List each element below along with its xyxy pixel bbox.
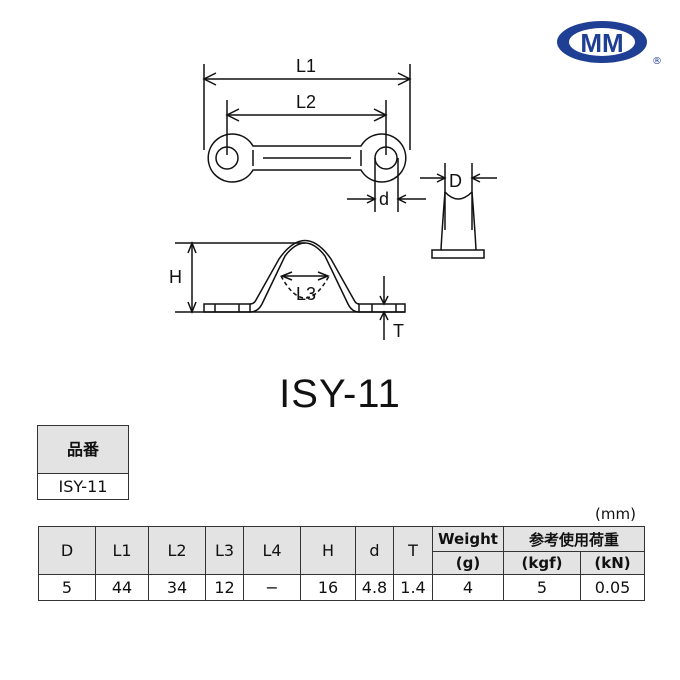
part-number-box: 品番 ISY-11: [37, 425, 129, 500]
part-number-value: ISY-11: [58, 477, 108, 496]
cell-l1: 44: [95, 574, 149, 601]
registered-mark: ®: [652, 56, 662, 67]
header-l2: L2: [148, 526, 206, 575]
label-d-outer: D: [449, 171, 462, 191]
label-d-hole: d: [379, 189, 389, 209]
cell-d-hole: 4.8: [355, 574, 394, 601]
cell-load-kgf: 5: [503, 574, 581, 601]
header-l1: L1: [95, 526, 149, 575]
spec-table: D L1 L2 L3 L4 H d T Weight 参考使用荷重 (g) (k…: [38, 526, 645, 601]
header-t: T: [393, 526, 433, 575]
cell-l2: 34: [148, 574, 206, 601]
label-t: T: [393, 321, 404, 341]
cell-l3: 12: [205, 574, 244, 601]
header-d-hole: d: [355, 526, 394, 575]
header-l4: L4: [243, 526, 301, 575]
cell-load-kn: 0.05: [580, 574, 645, 601]
header-h: H: [300, 526, 356, 575]
header-d: D: [38, 526, 96, 575]
side-view: [420, 163, 497, 259]
cell-d: 5: [38, 574, 96, 601]
model-title: ISY-11: [279, 372, 401, 416]
cell-weight: 4: [432, 574, 504, 601]
label-l2: L2: [296, 92, 316, 112]
unit-label: (mm): [595, 505, 636, 523]
table-row: 5 44 34 12 − 16 4.8 1.4 4 5 0.05: [38, 574, 645, 601]
top-view: [202, 64, 426, 212]
header-load: 参考使用荷重: [503, 526, 645, 552]
label-l3: L3: [296, 284, 316, 304]
cell-l4: −: [243, 574, 301, 601]
header-load-kn: (kN): [580, 551, 645, 575]
label-h: H: [169, 267, 182, 287]
header-l3: L3: [205, 526, 244, 575]
brand-logo: MM ®: [557, 21, 662, 67]
cell-t: 1.4: [393, 574, 433, 601]
label-l1: L1: [296, 56, 316, 76]
header-weight-unit: (g): [432, 551, 504, 575]
part-number-header: 品番: [38, 426, 128, 474]
cell-h: 16: [300, 574, 356, 601]
front-view: [175, 239, 406, 340]
header-load-kgf: (kgf): [503, 551, 581, 575]
header-weight: Weight: [432, 526, 504, 552]
logo-text: MM: [580, 28, 623, 58]
